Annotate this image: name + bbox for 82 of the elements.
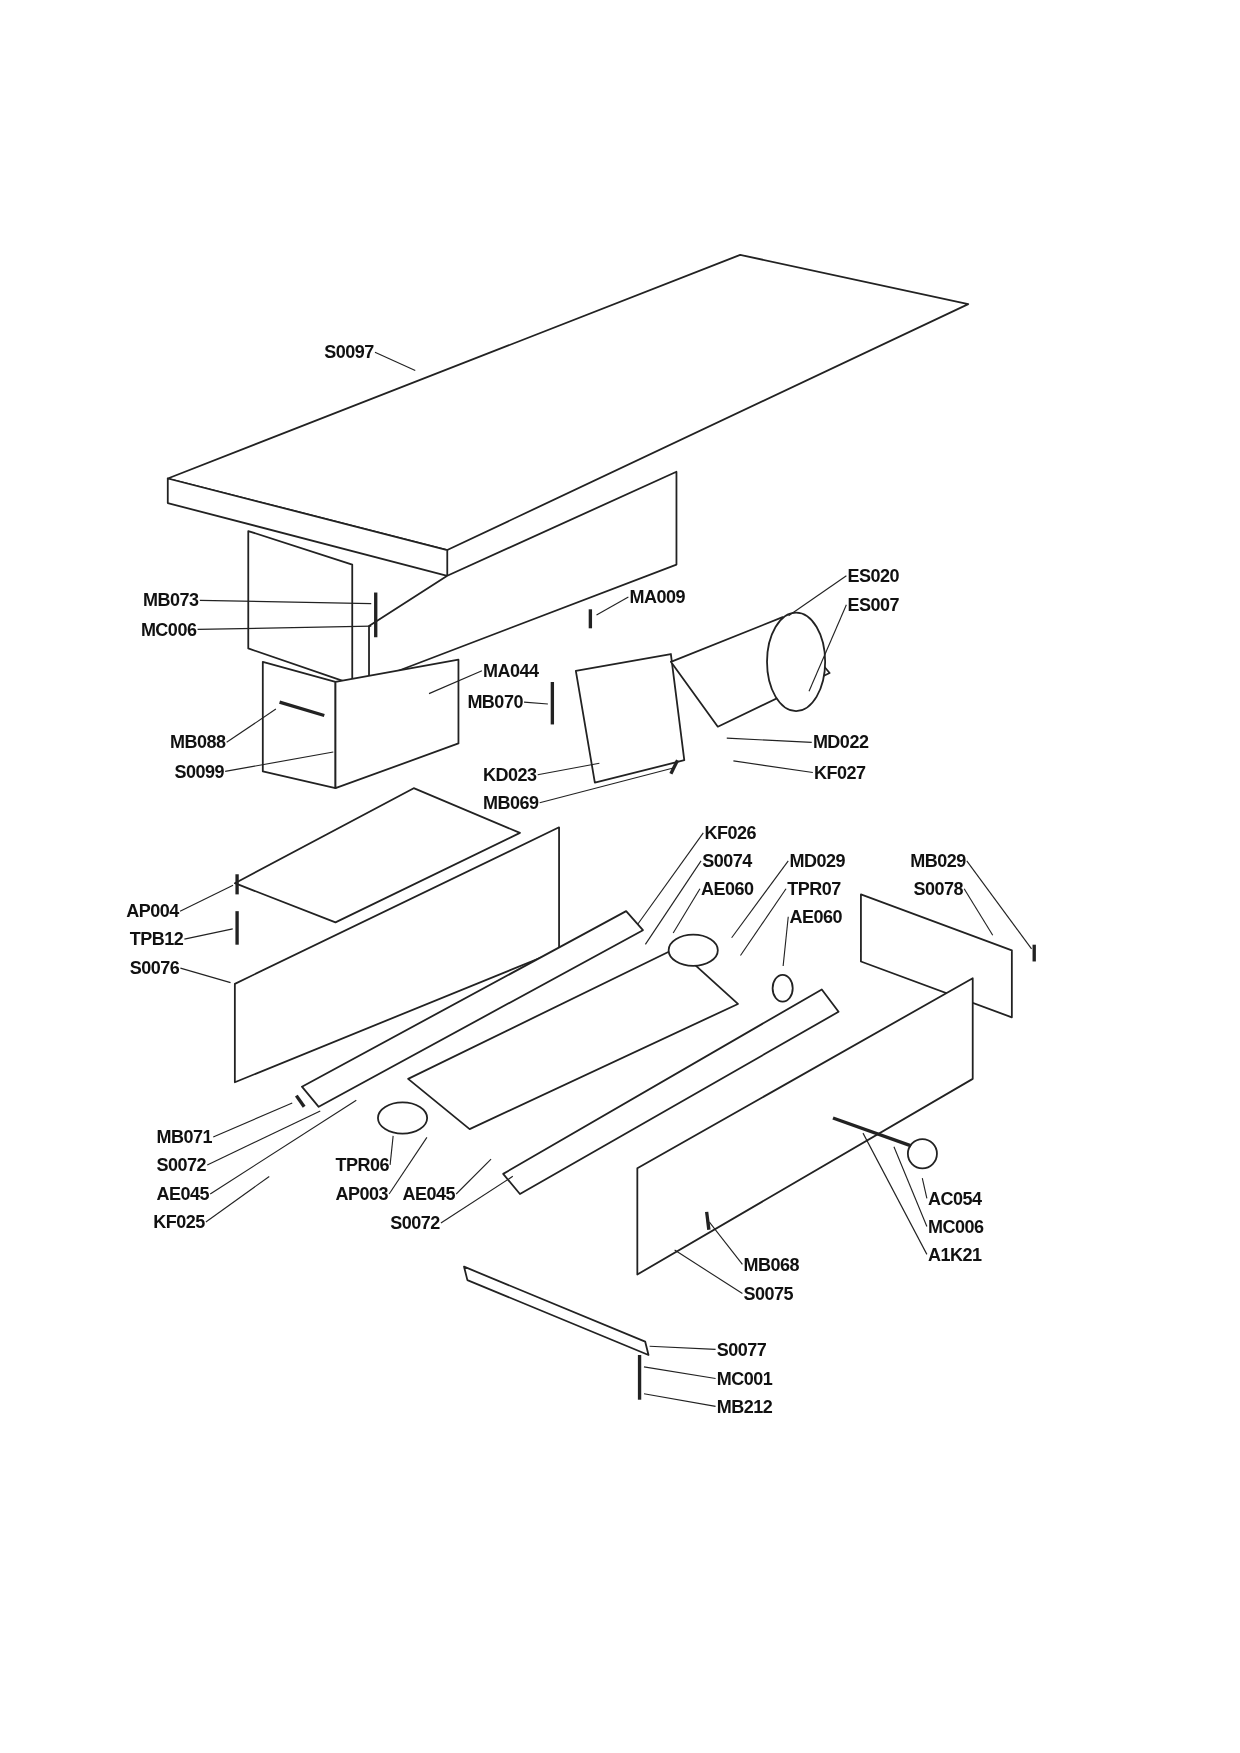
leader-line — [206, 1110, 321, 1166]
part-number: ES020 — [847, 565, 900, 586]
leader-line — [428, 670, 483, 695]
leader-line — [440, 1175, 514, 1224]
leader-line — [708, 1221, 743, 1265]
leader-line — [921, 1177, 928, 1200]
leader-line — [643, 1393, 717, 1407]
leader-line — [455, 1158, 492, 1195]
leader-line — [643, 1366, 717, 1380]
leader-line — [731, 860, 789, 939]
part-number: AC054 — [928, 1188, 982, 1209]
part-number: KF025 — [153, 1212, 205, 1233]
part-number: TPR06 — [335, 1155, 389, 1176]
part-number: MB029 — [910, 850, 966, 871]
leader-line — [862, 1132, 928, 1255]
part-number: A1K21 — [928, 1244, 982, 1265]
leader-line — [726, 737, 813, 743]
part-number: MC006 — [140, 619, 197, 640]
part-number: TPB12 — [129, 929, 184, 950]
leader-line — [209, 1099, 357, 1195]
part-number: S0099 — [174, 761, 224, 782]
leader-line — [212, 1102, 293, 1138]
leader-line — [374, 351, 416, 371]
part-number: ES007 — [847, 594, 900, 615]
part-number: S0072 — [390, 1213, 440, 1234]
leader-line — [197, 625, 372, 630]
part-number: S0077 — [716, 1339, 767, 1360]
leader-line — [199, 599, 372, 605]
leader-line — [674, 1249, 743, 1295]
leader-line — [649, 1345, 717, 1350]
leader-line — [963, 888, 994, 936]
part-number: MC001 — [716, 1368, 773, 1389]
part-number: S0074 — [702, 850, 752, 871]
leader-line — [537, 762, 600, 776]
part-number: MB088 — [169, 732, 226, 753]
leader-line — [389, 1135, 394, 1166]
part-number: AE060 — [789, 906, 842, 927]
part-number: MB073 — [143, 590, 199, 611]
part-number: MC006 — [928, 1216, 984, 1237]
part-number: S0075 — [743, 1283, 794, 1304]
part-number: S0072 — [156, 1155, 207, 1176]
part-number: AE045 — [402, 1184, 456, 1205]
leader-line — [672, 888, 701, 934]
leader-line — [539, 767, 674, 804]
leader-line — [788, 575, 847, 617]
part-number: MB212 — [716, 1396, 773, 1417]
part-number: S0097 — [324, 342, 374, 363]
part-number: S0076 — [129, 958, 180, 979]
leader-line — [523, 701, 549, 705]
part-number: MB069 — [483, 792, 539, 813]
part-number: AP003 — [335, 1184, 388, 1205]
part-number: S0078 — [913, 878, 964, 899]
leader-line — [644, 860, 702, 945]
part-number: MB068 — [743, 1254, 800, 1275]
leader-line — [966, 860, 1033, 950]
part-number: MA044 — [483, 660, 539, 681]
part-number: AE045 — [156, 1184, 210, 1205]
part-number: KF027 — [814, 762, 866, 783]
leader-line — [595, 596, 629, 616]
part-number: AP004 — [126, 901, 179, 922]
part-number: AE060 — [701, 878, 754, 899]
leader-line — [226, 708, 277, 743]
leader-line — [388, 1136, 428, 1195]
leader-line — [808, 604, 847, 692]
leader-line — [179, 884, 234, 912]
part-number: MD022 — [812, 732, 869, 753]
part-number: KD023 — [483, 764, 537, 785]
leader-line — [224, 751, 334, 772]
part-number: MB071 — [156, 1127, 213, 1148]
part-number: MD029 — [789, 850, 845, 871]
part-number: MA009 — [629, 587, 686, 608]
leader-line — [739, 888, 787, 957]
part-number: TPR07 — [787, 878, 841, 899]
leader-line — [732, 760, 814, 774]
leader-line — [782, 916, 789, 967]
part-number: MB070 — [467, 692, 523, 713]
leader-line — [637, 832, 704, 925]
part-number: KF026 — [704, 823, 756, 843]
leader-line — [183, 928, 234, 940]
leader-line — [179, 967, 232, 984]
leader-line — [893, 1146, 928, 1227]
leader-line — [205, 1175, 270, 1223]
